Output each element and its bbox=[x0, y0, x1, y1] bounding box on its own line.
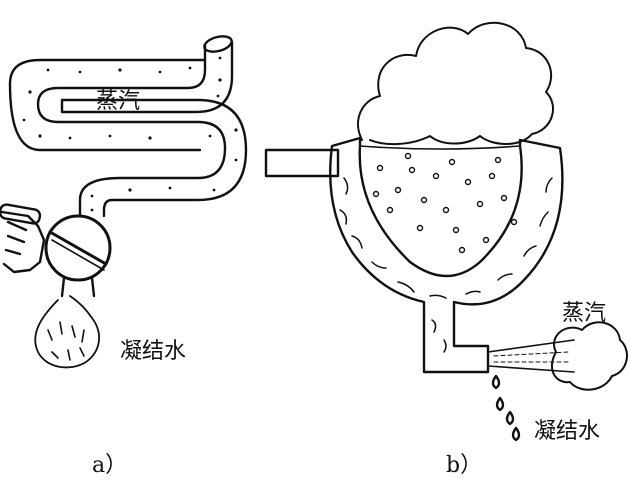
panel-b-bubbles bbox=[372, 152, 518, 254]
steam-jet bbox=[487, 339, 575, 373]
drop-2 bbox=[495, 396, 505, 412]
panel-b-drawing bbox=[264, 21, 628, 442]
panel-a-drawing bbox=[0, 35, 248, 369]
vessel-outer bbox=[329, 136, 564, 374]
hand-icon bbox=[0, 210, 46, 274]
outlet-spout bbox=[60, 276, 96, 298]
panel-b-condensate-label: 凝结水 bbox=[534, 419, 600, 444]
drop-3 bbox=[505, 410, 515, 426]
water-surface bbox=[359, 145, 521, 150]
panel-b-caption: b） bbox=[446, 453, 482, 478]
panel-b-steam-label: 蒸汽 bbox=[562, 301, 606, 326]
steam-cloud-top bbox=[357, 21, 555, 146]
serpentine-pipe-outer bbox=[36, 43, 227, 218]
valve-plate bbox=[48, 230, 108, 266]
serpentine-pipe-inner bbox=[60, 40, 248, 218]
panel-a-steam-label: 蒸汽 bbox=[96, 89, 140, 114]
drop-1 bbox=[491, 374, 501, 390]
pipe-opening bbox=[203, 35, 233, 53]
wrench-handle bbox=[0, 203, 42, 225]
panel-a-caption: a） bbox=[92, 453, 127, 478]
inlet-pipe bbox=[264, 148, 340, 178]
drop-4 bbox=[511, 426, 521, 442]
steam-cloud-right bbox=[551, 321, 628, 391]
condensate-splash-a bbox=[34, 295, 100, 369]
panel-a-texture bbox=[22, 56, 238, 212]
panel-a-condensate-label: 凝结水 bbox=[120, 339, 186, 364]
valve-body bbox=[44, 214, 112, 282]
